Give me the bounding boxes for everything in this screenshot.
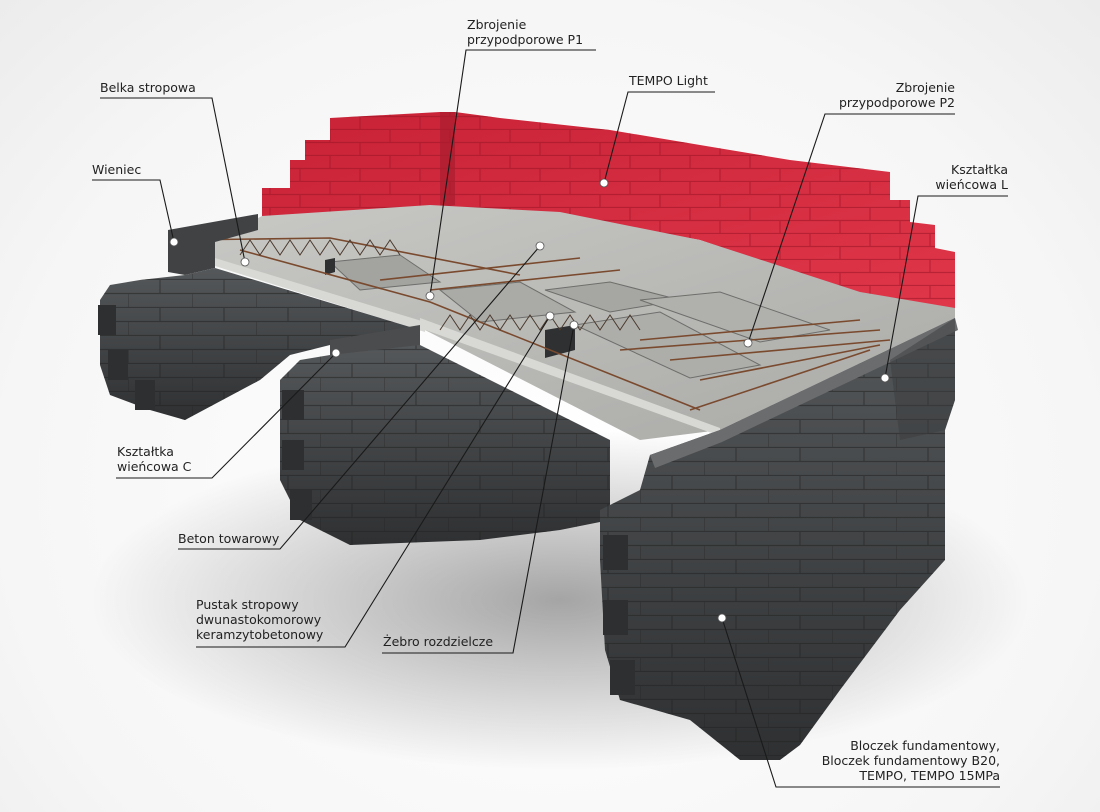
- label-belka-stropowa: Belka stropowa: [100, 80, 196, 95]
- label-tempo-light: TEMPO Light: [629, 73, 708, 88]
- label-pustak-stropowy: Pustak stropowy dwunastokomorowy keramzy…: [196, 597, 324, 642]
- rebar-reinforcement: [179, 237, 891, 411]
- red-wall-tempo-light: [262, 112, 955, 310]
- label-zebro-rozdzielcze: Żebro rozdzielcze: [383, 634, 494, 649]
- label-wieniec: Wieniec: [92, 162, 142, 177]
- front-wall: [600, 318, 958, 760]
- label-zbrojenie-p2: Zbrojenie przypodporowe P2: [838, 80, 955, 110]
- label-ksztaltka-c: Kształtka wieńcowa C: [117, 444, 192, 474]
- left-wall: [98, 214, 420, 420]
- middle-wall: [280, 325, 610, 545]
- label-ksztaltka-l: Kształtka wieńcowa L: [935, 162, 1008, 192]
- label-beton-towarowy: Beton towarowy: [178, 531, 280, 546]
- label-bloczek-fundamentowy: Bloczek fundamentowy, Bloczek fundamento…: [821, 738, 1000, 783]
- marker-dots: [169, 178, 890, 623]
- label-zbrojenie-p1: Zbrojenie przypodporowe P1: [467, 17, 584, 47]
- leader-lines: [92, 49, 1008, 788]
